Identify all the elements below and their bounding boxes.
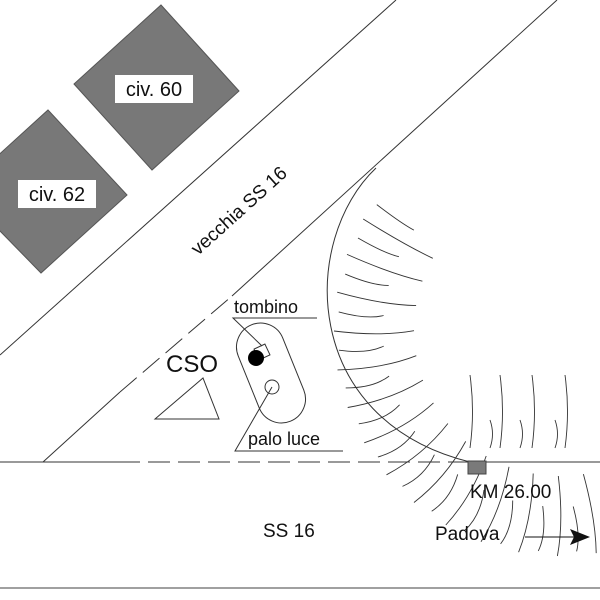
slope-hatch-line: [554, 419, 558, 449]
slope-hatch-line: [347, 379, 424, 408]
old-road-inner-edge-dashed: [119, 295, 233, 393]
milestone-marker[interactable]: [467, 460, 487, 475]
slope-hatch-line: [345, 273, 389, 286]
slope-hatch-line: [431, 474, 459, 512]
slope-hatch-line: [518, 473, 534, 553]
slope-hatch-line: [346, 253, 423, 282]
building-civ-60-label: civ. 60: [126, 79, 182, 101]
slope-hatch-line: [500, 500, 514, 545]
slope-hatch-line: [582, 473, 597, 554]
slope-hatch-line: [357, 237, 400, 258]
building-civ-62-label: civ. 62: [29, 184, 85, 206]
main-road-label: SS 16: [263, 521, 315, 542]
slope-hatch-line: [376, 204, 415, 231]
building-civ-62-label-box: [18, 180, 96, 208]
slope-hatch-line: [564, 374, 568, 449]
traffic-island-outline: [236, 322, 306, 424]
streetlight-label: palo luce: [248, 429, 320, 449]
slope-hatch-line: [413, 441, 467, 503]
slope-hatch-line: [377, 431, 416, 458]
streetlight-leader-line: [234, 386, 343, 452]
slope-hatch-line: [362, 218, 433, 259]
streetlight-icon[interactable]: [264, 379, 280, 395]
building-civ-60[interactable]: civ. 60: [73, 4, 240, 171]
building-civ-62[interactable]: civ. 62: [0, 109, 128, 274]
slope-hatch-line: [489, 419, 493, 449]
cso-label: CSO: [166, 351, 218, 378]
slope-hatch-line: [337, 291, 417, 307]
old-road-outer-edge: [0, 0, 397, 356]
slope-hatch-line: [358, 404, 400, 425]
manhole-leader-line: [231, 317, 317, 347]
building-civ-60-label-box: [115, 75, 193, 103]
slope-hatch-line: [464, 489, 485, 531]
manhole-label: tombino: [234, 297, 298, 317]
slope-hatch-line: [345, 375, 390, 389]
slope-hatch-line: [519, 419, 523, 449]
slope-hatch-line: [333, 330, 415, 335]
direction-arrow-icon: [570, 529, 590, 545]
old-road-inner-edge-upper: [231, 0, 558, 297]
old-road-inner-edge-lower: [42, 391, 121, 463]
slope-hatch-line: [556, 475, 562, 557]
slope-hatch-line: [364, 402, 434, 444]
embankment-hatching: [333, 204, 597, 557]
slope-hatch-line: [386, 423, 449, 476]
direction-label: Padova: [435, 524, 500, 545]
cso-triangle-symbol: [153, 377, 220, 420]
slope-hatch-line: [338, 345, 384, 352]
slope-hatch-line: [337, 355, 417, 371]
slope-hatch-line: [537, 506, 545, 552]
slope-hatch-line: [531, 374, 535, 449]
embankment-arc: [326, 167, 471, 463]
cso-point-icon[interactable]: [248, 350, 264, 366]
milestone-label: KM 26.00: [470, 482, 551, 503]
slope-hatch-line: [480, 466, 510, 542]
slope-hatch-line: [338, 311, 384, 318]
slope-hatch-line: [572, 506, 579, 552]
slope-hatch-line: [469, 374, 473, 449]
slope-hatch-line: [499, 374, 503, 449]
old-road-label: vecchia SS 16: [187, 163, 291, 260]
slope-hatch-line: [402, 454, 435, 487]
traffic-island[interactable]: [229, 316, 312, 430]
